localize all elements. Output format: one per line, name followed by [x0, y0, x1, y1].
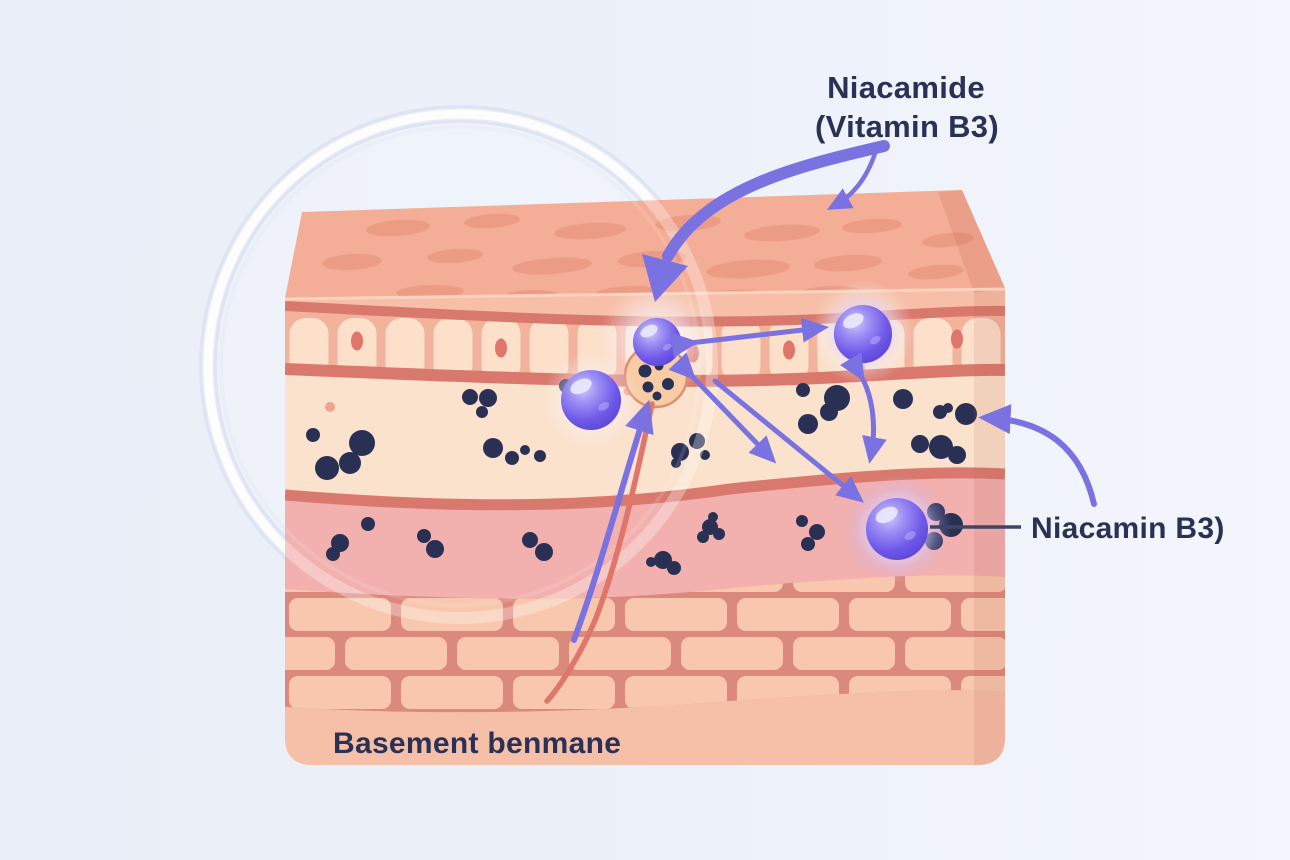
molecule-sphere-left [560, 369, 622, 431]
title-line1: Niacamide [827, 70, 985, 105]
basement-membrane-layer [285, 575, 1005, 713]
diagonal-diffusion-arrow [668, 352, 777, 464]
label-to-surface-arrow [826, 144, 880, 210]
top-face-corner-shade [938, 190, 1005, 293]
molecule-sphere-right [833, 304, 893, 364]
molecule-sphere-surface [632, 317, 682, 367]
niacinamide-molecules [543, 280, 951, 583]
vertical-exchange-arrow [840, 352, 887, 464]
absorption-arrow-head [642, 254, 688, 302]
absorption-arrow-shaft [662, 140, 890, 262]
melanin-pointer-arrow [978, 404, 1097, 507]
hair-follicle-line [544, 401, 655, 704]
basement-membrane-label: Basement benmane [333, 727, 621, 760]
molecule-label: Niacamin B3) [1031, 512, 1225, 545]
upward-penetration-arrow [571, 399, 654, 643]
dermis-separator-line [285, 467, 1005, 511]
molecule-sphere-deep [865, 497, 929, 561]
subcutaneous-band [285, 690, 1005, 765]
deep-diffusion-arrow [712, 378, 864, 503]
penetration-arrows [662, 140, 1097, 507]
lateral-diffusion-arrow [670, 317, 829, 358]
title-line2: (Vitamin B3) [815, 109, 999, 144]
